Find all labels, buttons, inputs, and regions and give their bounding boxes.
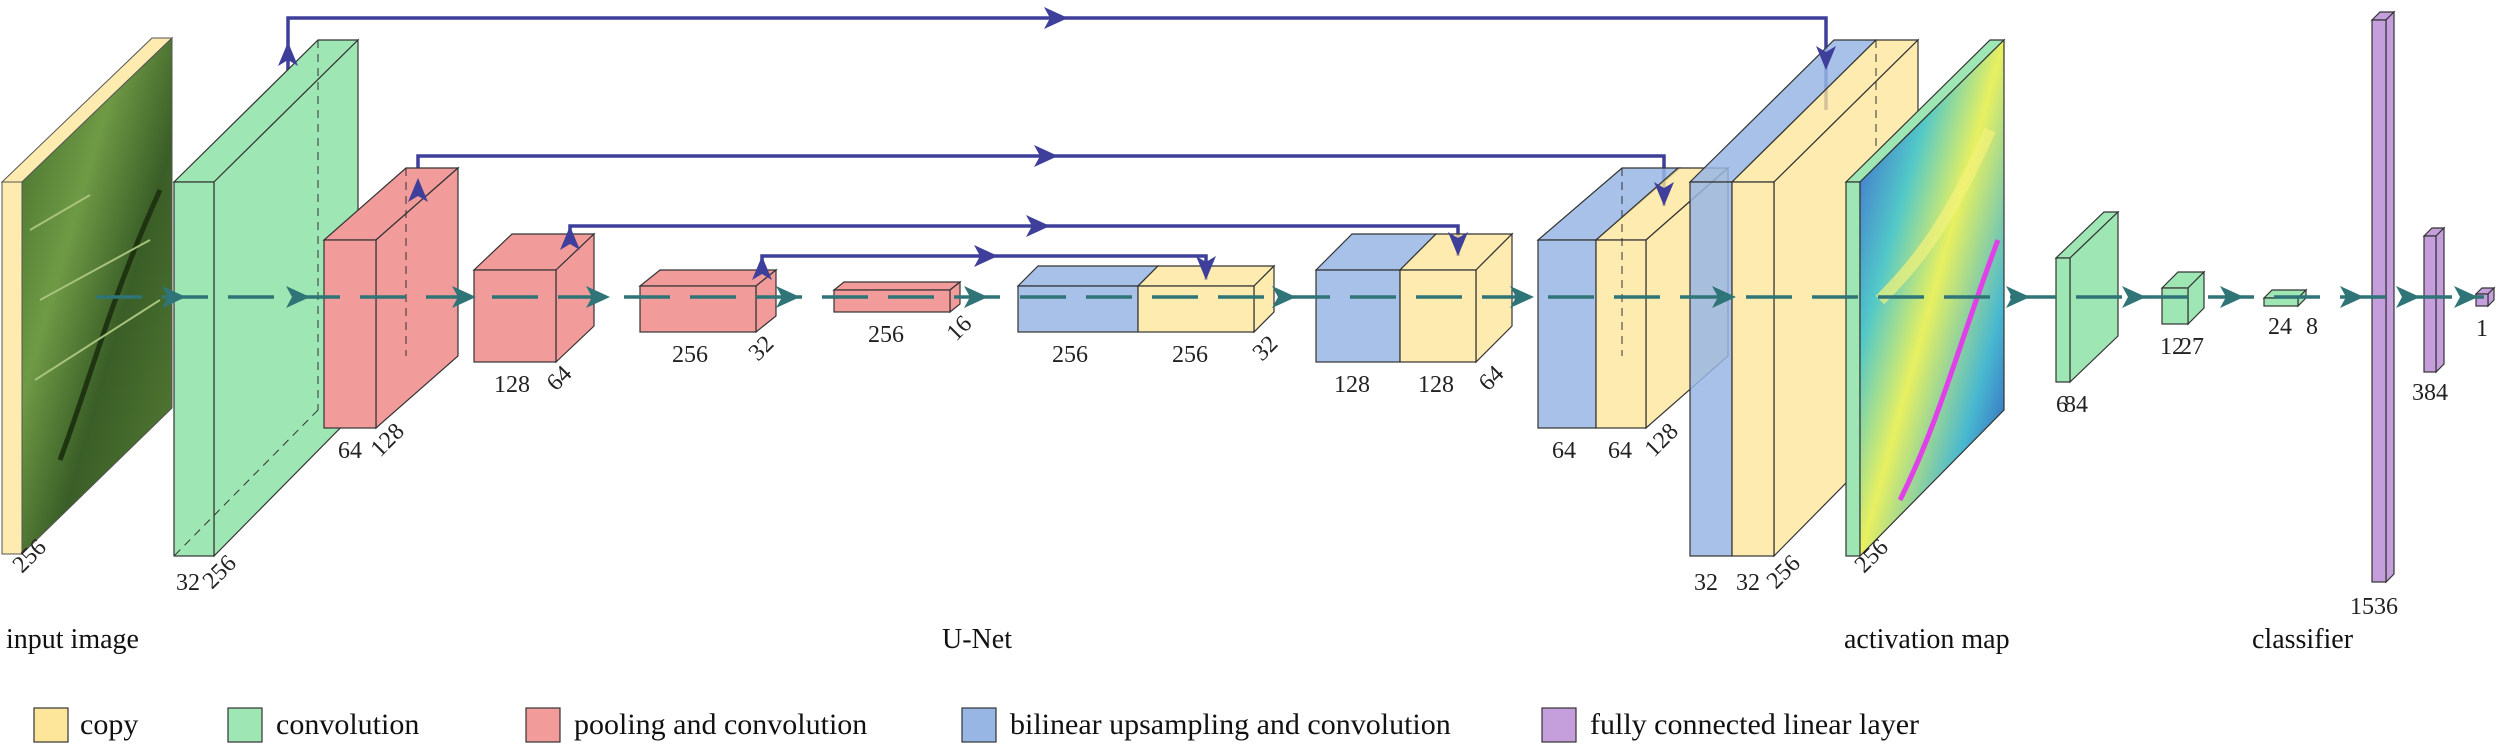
up4-depth-label: 256 — [1762, 550, 1806, 594]
flow-arrowhead-14 — [2396, 286, 2420, 308]
legend-label-upsampling: bilinear upsampling and convolution — [1010, 708, 1451, 741]
conv1-block — [172, 38, 360, 558]
up3-width-label: 64 — [1552, 438, 1576, 464]
copy4-width-label: 32 — [1736, 570, 1760, 596]
classifier-label: classifier — [2252, 624, 2354, 655]
skip-arrowhead-3-down — [1448, 232, 1468, 256]
pool3-block — [638, 268, 778, 334]
unet-label: U-Net — [942, 624, 1012, 655]
flow-arrowhead-11 — [2122, 286, 2146, 308]
conv1-depth-label: 256 — [198, 550, 242, 594]
copy2-width-label: 128 — [1418, 372, 1454, 398]
flow-arrowhead-1 — [162, 286, 186, 308]
legend-label-linear: fully connected linear layer — [1590, 708, 1919, 741]
legend-label-pooling: pooling and convolution — [574, 708, 867, 741]
up1-width-label: 256 — [1052, 342, 1088, 368]
pool1-width-label: 64 — [338, 438, 362, 464]
flow-arrowhead-9 — [1712, 286, 1736, 308]
legend-label-copy: copy — [80, 708, 138, 741]
lin1-label: 1536 — [2350, 594, 2398, 620]
copy3-width-label: 64 — [1608, 438, 1632, 464]
activation-map-label: activation map — [1844, 624, 2010, 655]
skip-arrowhead-2-up — [408, 178, 428, 202]
flow-arrowhead-7 — [1272, 286, 1296, 308]
flow-arrowhead-13 — [2340, 286, 2364, 308]
activation-map-block — [1844, 38, 2006, 558]
input-image-block: 256 — [0, 36, 174, 578]
linear-layer-3 — [2474, 286, 2496, 308]
up2-block — [1314, 232, 1514, 364]
up1-depth-label: 32 — [1248, 331, 1283, 366]
legend-swatch-copy — [33, 707, 69, 743]
linear-layer-1 — [2370, 10, 2396, 584]
skip-arrow-1 — [286, 16, 1828, 110]
input-image-label: input image — [6, 624, 139, 655]
flow-arrowhead-15 — [2454, 286, 2478, 308]
skip-arrowhead-1-down — [1816, 46, 1836, 70]
flow-arrowhead-10 — [2006, 286, 2030, 308]
skip-arrowhead-1-up — [278, 42, 298, 66]
flow-arrowhead-2 — [286, 286, 310, 308]
skip-arrowhead-4-up — [752, 256, 772, 280]
legend-swatch-linear — [1541, 707, 1577, 743]
up1-block — [1016, 264, 1276, 334]
flow-arrowhead-5 — [776, 286, 800, 308]
cls1-label: 684 — [2056, 392, 2088, 418]
pool2-depth-label: 64 — [542, 361, 577, 396]
legend-swatch-convolution — [227, 707, 263, 743]
pool1-block — [322, 166, 460, 430]
pool2-width-label: 128 — [494, 372, 530, 398]
flow-arrowhead-8 — [1510, 286, 1534, 308]
classifier-conv2-block — [2160, 270, 2206, 326]
pool4-width-label: 256 — [868, 322, 904, 348]
skip-arrowheads — [278, 7, 1836, 280]
lin3-label: 1 — [2476, 316, 2488, 342]
skip-arrowhead-2-mid — [1034, 145, 1058, 167]
pool3-depth-label: 32 — [744, 331, 779, 366]
copy1-width-label: 256 — [1172, 342, 1208, 368]
lin2-label: 384 — [2412, 380, 2448, 406]
conv1-width-label: 32 — [176, 570, 200, 596]
cls2-label: 1227 — [2160, 334, 2204, 360]
legend-swatch-pooling — [525, 707, 561, 743]
skip-arrowhead-4-down — [1196, 256, 1216, 280]
flow-arrowhead-6 — [964, 286, 988, 308]
up4-width-label: 32 — [1694, 570, 1718, 596]
flow-arrowheads — [162, 286, 2478, 308]
skip-arrowhead-1-mid — [1044, 7, 1068, 29]
legend-swatch-upsampling — [961, 707, 997, 743]
flow-arrowhead-4 — [586, 286, 610, 308]
pool2-block — [472, 232, 596, 364]
linear-layer-2 — [2422, 226, 2446, 374]
skip-arrowhead-2-down — [1654, 182, 1674, 206]
legend-label-convolution: convolution — [276, 708, 419, 741]
skip-arrowhead-3-mid — [1026, 215, 1050, 237]
legend: copy convolution pooling and convolution… — [33, 707, 1919, 743]
flow-arrowhead-3 — [452, 286, 476, 308]
pool4-depth-label: 16 — [942, 311, 977, 346]
skip-arrowhead-3-up — [560, 226, 580, 250]
skip-arrowhead-4-mid — [974, 245, 998, 267]
pool3-width-label: 256 — [672, 342, 708, 368]
flow-arrowhead-12 — [2220, 286, 2244, 308]
up2-depth-label: 64 — [1474, 361, 1509, 396]
up2-width-label: 128 — [1334, 372, 1370, 398]
